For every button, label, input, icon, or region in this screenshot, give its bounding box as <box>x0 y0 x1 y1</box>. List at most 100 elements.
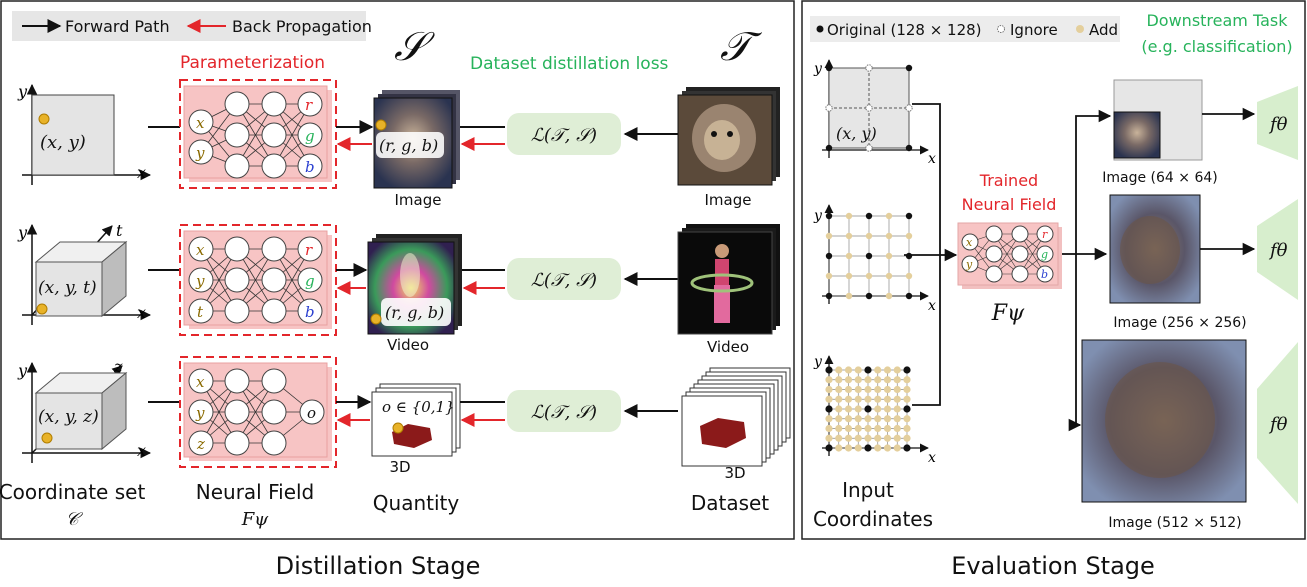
coordinate-set-label: Coordinate set <box>0 480 145 504</box>
y-axis-label: y <box>813 61 823 77</box>
parameterization-box <box>179 224 337 336</box>
classifier-label: fθ <box>1268 114 1288 135</box>
legend-ignore: Ignore <box>1010 21 1058 39</box>
sample-point-icon <box>36 303 48 315</box>
added-point <box>854 424 862 433</box>
legend-add: Add <box>1089 21 1118 39</box>
row-image: (x, y) y x x y r g b <box>17 79 780 209</box>
original-point <box>905 212 913 220</box>
added-point <box>885 212 893 220</box>
t-caption: Video <box>707 338 749 356</box>
figure-shape <box>400 253 420 297</box>
to-64-arrow <box>1075 109 1112 254</box>
added-point <box>864 415 872 423</box>
loss-box <box>507 258 621 300</box>
classifier-label: fθ <box>1268 414 1288 435</box>
network-nodes <box>188 368 325 456</box>
original-point <box>865 252 873 260</box>
y-axis-label: y <box>17 361 28 380</box>
added-point <box>854 415 862 423</box>
sample-point-icon <box>392 422 404 434</box>
added-point <box>905 272 913 280</box>
y-axis-label: y <box>813 208 823 224</box>
set-t-symbol: 𝒯 <box>720 24 763 70</box>
original-point <box>903 444 911 452</box>
added-point <box>845 272 853 280</box>
x-axis-label: x <box>137 441 146 460</box>
dog-texture-shape <box>1120 216 1180 284</box>
trained-label: Trained <box>979 171 1038 190</box>
loss-box <box>507 113 621 155</box>
added-point <box>844 415 853 423</box>
coordinate-label: (x, y, t) <box>38 278 97 298</box>
real-3d-stack <box>681 367 791 467</box>
original-point <box>825 366 833 374</box>
distillation-panel-frame <box>0 0 795 540</box>
added-point <box>844 424 853 433</box>
added-point <box>844 385 853 394</box>
added-point <box>825 415 833 423</box>
evaluation-panel-frame <box>801 0 1306 540</box>
eval-legend-box <box>810 16 1120 42</box>
output-node-label: o <box>307 404 316 422</box>
added-point <box>854 405 862 413</box>
trained-nf-symbol: Fψ <box>991 301 1025 326</box>
added-point <box>854 444 862 452</box>
output-node-label: r <box>305 96 313 114</box>
added-point <box>854 366 862 374</box>
input-node-label: y <box>195 404 205 422</box>
sample-point-icon <box>38 113 50 125</box>
input-node-label: x <box>196 373 205 391</box>
added-point <box>844 395 853 403</box>
quantity-badge <box>381 298 451 326</box>
added-point <box>845 212 853 220</box>
y-axis-label: y <box>813 354 823 370</box>
output-node-label: r <box>305 241 313 259</box>
added-point <box>825 424 833 433</box>
added-point <box>874 424 882 433</box>
added-point <box>864 424 872 433</box>
added-point <box>864 376 872 384</box>
trained-label-2: Neural Field <box>962 195 1057 214</box>
added-point <box>893 376 901 384</box>
quantity-label: o ∈ {0,1} <box>382 398 455 416</box>
original-point <box>825 444 833 452</box>
original-dot-icon <box>816 25 824 33</box>
ignore-dot-icon <box>997 25 1005 33</box>
set-s-symbol: 𝒮 <box>394 24 435 70</box>
downstream-title: Downstream Task <box>1146 11 1288 30</box>
output-node-label: r <box>1042 228 1048 241</box>
added-point <box>825 232 833 240</box>
person-body-shape <box>715 259 729 285</box>
added-point <box>885 272 893 280</box>
original-point <box>825 252 833 260</box>
original-point <box>903 366 911 374</box>
x-axis-label: x <box>928 151 936 167</box>
added-point <box>883 444 892 452</box>
added-point <box>825 376 833 384</box>
loss-title: Dataset distillation loss <box>470 54 669 74</box>
input-node-label: x <box>196 241 205 259</box>
added-point <box>844 444 853 452</box>
input-coordinates-label: Input <box>842 478 894 502</box>
output-node-label: b <box>305 158 315 176</box>
original-point <box>905 292 913 300</box>
added-point <box>903 415 911 423</box>
image-512-caption: Image (512 × 512) <box>1108 515 1241 531</box>
t-caption: 3D <box>724 464 745 482</box>
input-node-label: t <box>197 303 204 321</box>
input-node-label: y <box>965 258 973 271</box>
input-node-label: z <box>196 435 205 453</box>
added-point <box>903 424 911 433</box>
added-point <box>835 444 843 452</box>
quantity-label: (r, g, b) <box>379 136 438 155</box>
output-node-label: g <box>305 272 315 290</box>
classifier-shape <box>1257 342 1298 504</box>
to-512-arrow <box>1068 254 1082 432</box>
added-point <box>874 444 882 452</box>
original-point <box>865 212 873 220</box>
added-point <box>893 405 901 413</box>
added-point <box>854 434 862 442</box>
added-point <box>854 395 862 403</box>
